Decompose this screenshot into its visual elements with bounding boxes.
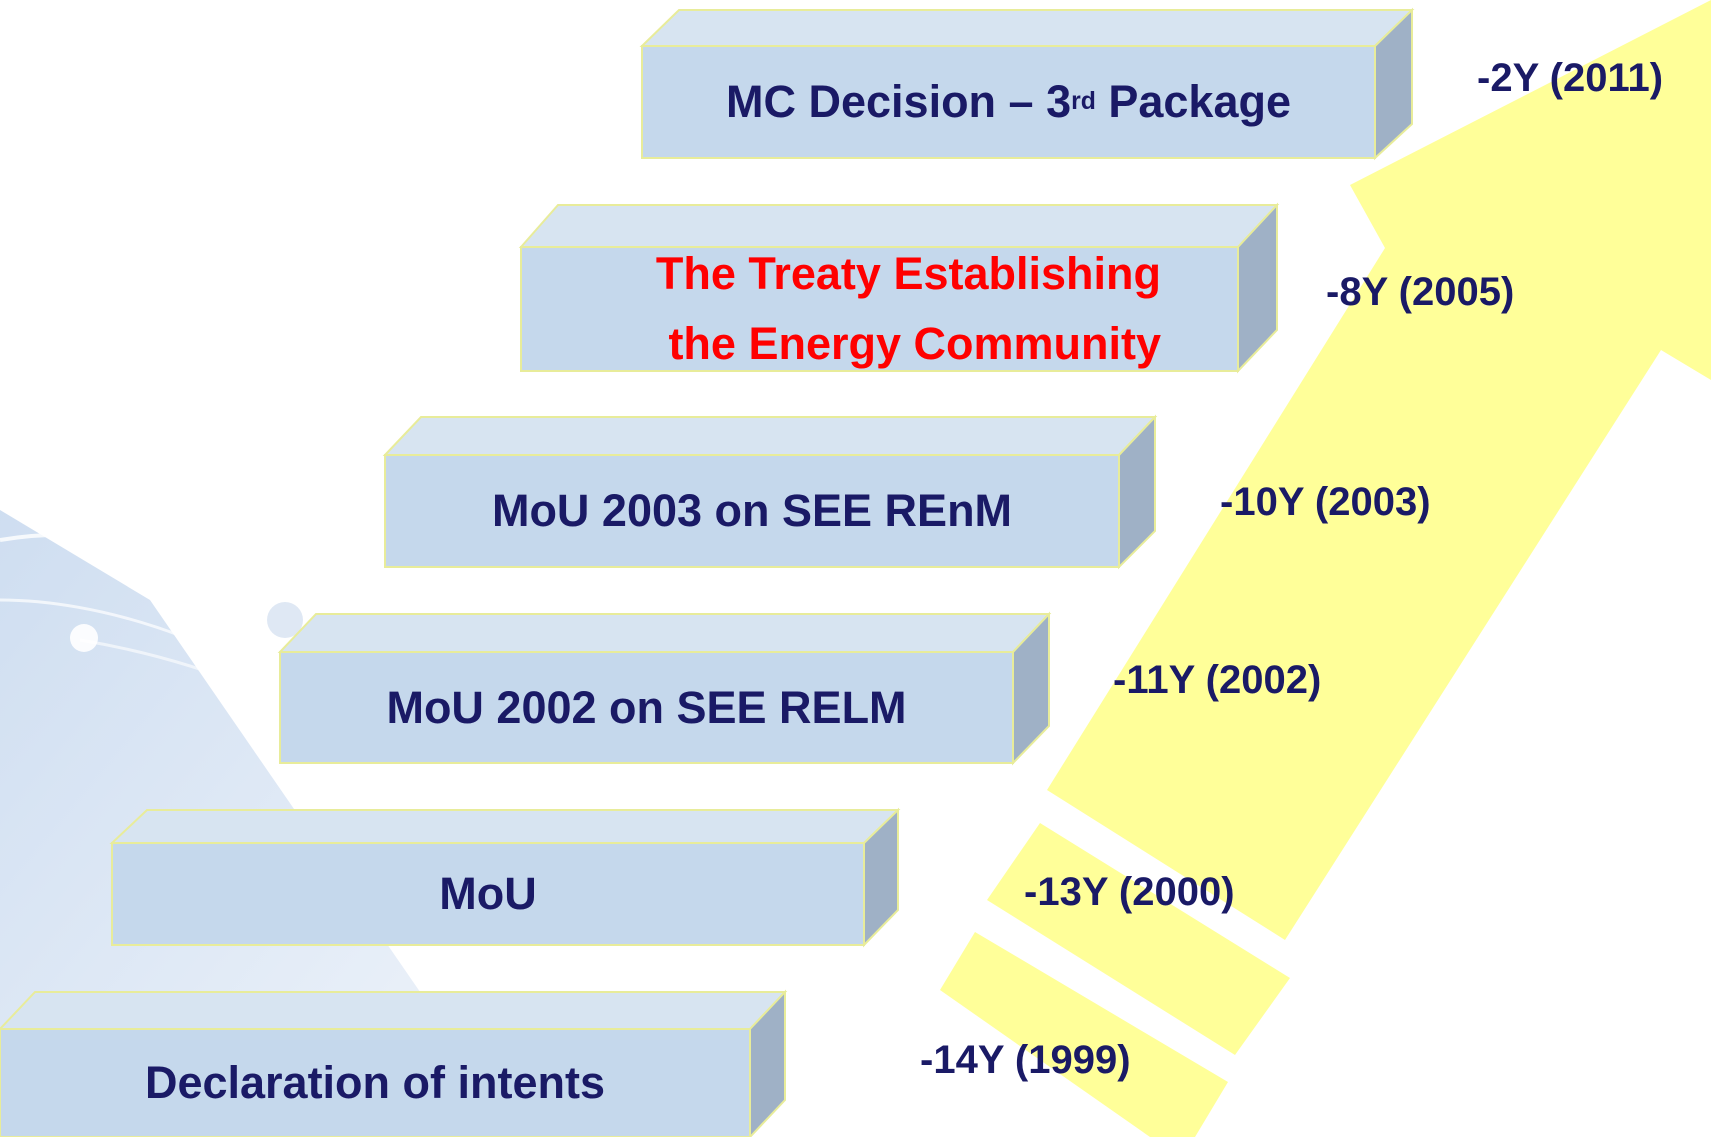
step-box-mou2003: [382, 414, 1158, 570]
year-label-2005: -8Y (2005): [1326, 270, 1515, 314]
arrow-segment-1: [987, 823, 1290, 1055]
step-box-treaty: [518, 202, 1280, 374]
year-label-1999: -14Y (1999): [920, 1038, 1131, 1082]
step-text: Declaration of intents: [144, 1057, 606, 1109]
step-text: MoU: [439, 868, 537, 920]
step-label-mou2003: MoU 2003 on SEE REnM: [385, 455, 1119, 567]
step-text-part1: MC Decision – 3: [726, 76, 1072, 128]
year-label-2000: -13Y (2000): [1024, 870, 1235, 914]
steps-boxes: [0, 7, 1415, 1137]
progress-arrow: [940, 0, 1711, 1137]
step-label-treaty: The Treaty Establishing the Energy Commu…: [521, 247, 1161, 371]
year-label-2002: -11Y (2002): [1113, 658, 1322, 702]
step-text-line2: the Energy Community: [668, 318, 1161, 369]
step-text: MoU 2002 on SEE RELM: [386, 681, 907, 733]
step-box-mou: [109, 807, 901, 948]
step-label-mou2002: MoU 2002 on SEE RELM: [280, 652, 1013, 763]
step-text: MoU 2003 on SEE REnM: [491, 485, 1013, 537]
step-label-mou: MoU: [112, 843, 864, 945]
step-box-mc: [639, 7, 1415, 161]
step-label-declaration: Declaration of intents: [0, 1029, 750, 1137]
step-text-line1: The Treaty Establishing: [655, 248, 1161, 300]
step-box-mou2002: [277, 611, 1052, 766]
step-text-part2: Package: [1095, 76, 1291, 128]
arrow-segment-2: [940, 932, 1228, 1137]
year-label-2003: -10Y (2003): [1220, 480, 1431, 524]
year-label-2011: -2Y (2011): [1477, 56, 1664, 100]
step-box-declaration: [0, 989, 788, 1137]
